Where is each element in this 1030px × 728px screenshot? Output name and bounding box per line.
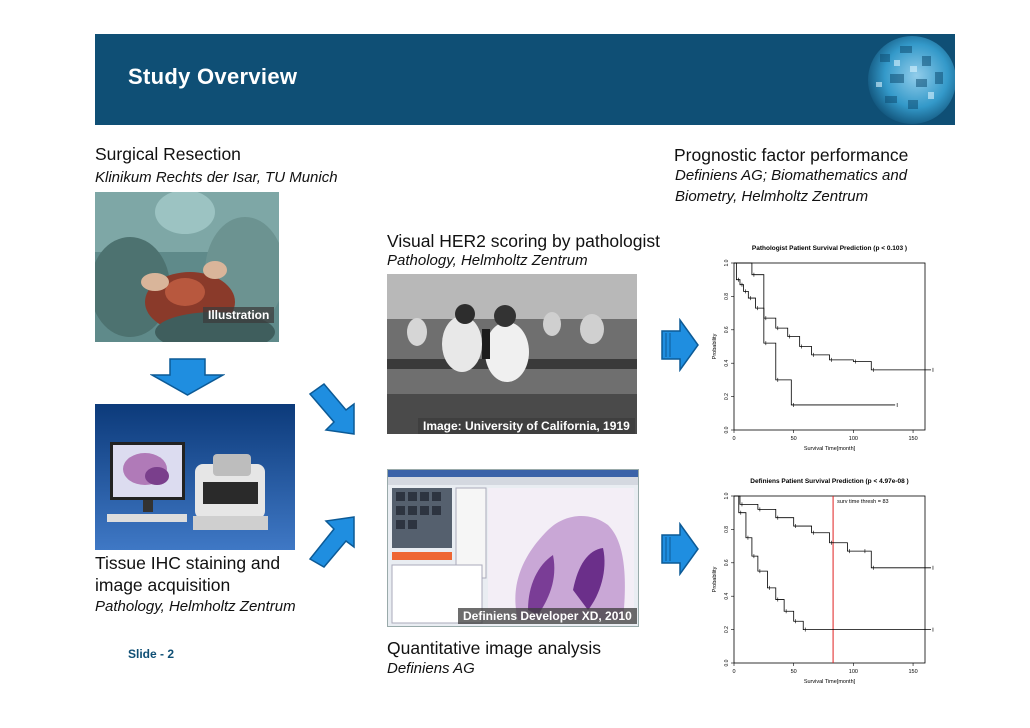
x-tick-label: 150: [908, 436, 917, 442]
scanner-photo: [95, 404, 295, 550]
y-tick-label: 0.4: [724, 593, 730, 600]
pathologist-survival-chart: Pathologist Patient Survival Prediction …: [707, 237, 942, 457]
x-tick-label: 150: [908, 669, 917, 675]
definiens-survival-chart: Definiens Patient Survival Prediction (p…: [707, 470, 942, 692]
y-tick-label: 0.8: [724, 526, 730, 533]
arrow-down-icon: [150, 357, 225, 397]
y-tick-label: 1.0: [724, 492, 730, 499]
survival-curve-1: [734, 496, 931, 568]
y-tick-label: 0.6: [724, 559, 730, 566]
globe-graphic: [850, 34, 955, 125]
quant-subtitle: Definiens AG: [387, 660, 475, 677]
historical-lab-photo: Image: University of California, 1919: [387, 274, 637, 434]
survival-curve-2: [734, 263, 895, 405]
prognostic-subtitle-line2: Biometry, Helmholtz Zentrum: [675, 188, 868, 205]
visual-scoring-title: Visual HER2 scoring by pathologist: [387, 231, 660, 252]
y-tick-label: 1.0: [724, 259, 730, 266]
prognostic-title: Prognostic factor performance: [674, 145, 908, 166]
visual-scoring-subtitle: Pathology, Helmholtz Zentrum: [387, 252, 588, 269]
x-tick-label: 0: [732, 669, 735, 675]
software-caption: Definiens Developer XD, 2010: [458, 608, 637, 624]
y-tick-label: 0.0: [724, 659, 730, 666]
survival-curve-2: [734, 496, 931, 630]
lab-photo-caption: Image: University of California, 1919: [418, 418, 635, 434]
staining-subtitle: Pathology, Helmholtz Zentrum: [95, 598, 296, 615]
prognostic-subtitle-line1: Definiens AG; Biomathematics and: [675, 167, 907, 184]
y-tick-label: 0.6: [724, 326, 730, 333]
y-tick-label: 0.2: [724, 626, 730, 633]
surgery-photo: Illustration: [95, 192, 279, 342]
arrow-right-icon: [658, 522, 700, 576]
x-tick-label: 100: [849, 436, 858, 442]
slide-title: Study Overview: [128, 64, 297, 90]
x-tick-label: 0: [732, 436, 735, 442]
chart-title: Pathologist Patient Survival Prediction …: [752, 245, 907, 252]
surgery-title: Surgical Resection: [95, 144, 241, 165]
y-tick-label: 0.2: [724, 393, 730, 400]
x-tick-label: 50: [791, 669, 797, 675]
quant-title: Quantitative image analysis: [387, 638, 601, 659]
y-tick-label: 0.8: [724, 293, 730, 300]
software-screenshot: Definiens Developer XD, 2010: [387, 469, 639, 627]
x-tick-label: 50: [791, 436, 797, 442]
cutoff-label: surv time thresh = 83: [837, 499, 889, 505]
y-axis-label: Probability: [712, 333, 718, 359]
staining-title-line2: image acquisition: [95, 575, 230, 596]
staining-title-line1: Tissue IHC staining and: [95, 553, 280, 574]
chart-title: Definiens Patient Survival Prediction (p…: [750, 478, 908, 485]
arrow-diagonal-down-icon: [306, 515, 358, 571]
x-axis-label: Survival Time[month]: [804, 679, 856, 685]
y-tick-label: 0.0: [724, 426, 730, 433]
surgery-photo-caption: Illustration: [203, 307, 274, 323]
slide-number: Slide - 2: [128, 647, 174, 661]
x-axis-label: Survival Time[month]: [804, 446, 856, 452]
y-axis-label: Probability: [712, 566, 718, 592]
x-tick-label: 100: [849, 669, 858, 675]
arrow-diagonal-up-icon: [306, 380, 358, 436]
arrow-right-icon: [658, 318, 700, 372]
y-tick-label: 0.4: [724, 360, 730, 367]
surgery-subtitle: Klinikum Rechts der Isar, TU Munich: [95, 169, 338, 186]
plot-frame: [734, 496, 925, 663]
